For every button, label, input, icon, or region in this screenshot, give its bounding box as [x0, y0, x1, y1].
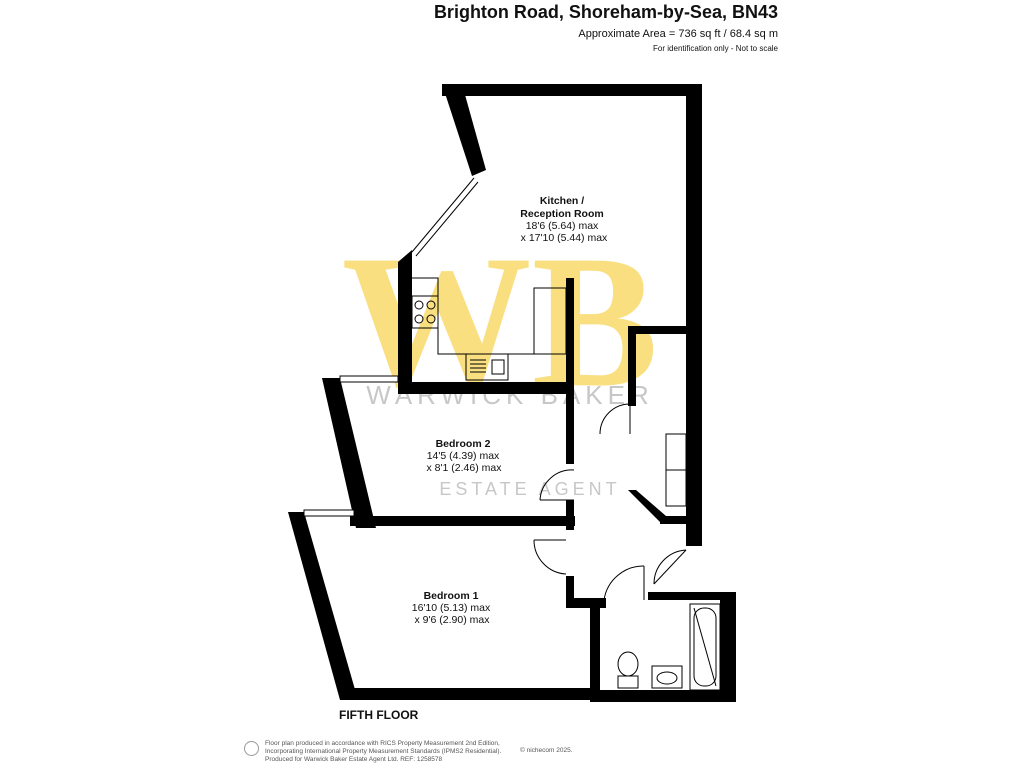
room-dimension-2: x 9'6 (2.90) max: [415, 614, 491, 626]
footer-line-1: Floor plan produced in accordance with R…: [265, 740, 500, 747]
walls: [288, 84, 736, 702]
room-kitchen-reception: Kitchen / Reception Room 18'6 (5.64) max…: [520, 195, 608, 244]
bathroom-fittings: [617, 603, 721, 691]
kitchen-fittings: [411, 277, 567, 381]
footer-line-2: Incorporating International Property Mea…: [265, 748, 502, 755]
info-icon: [244, 741, 259, 756]
watermark-line2: ESTATE AGENT: [439, 479, 620, 499]
room-dimension-2: x 17'10 (5.44) max: [521, 232, 608, 244]
bath-icon: [689, 603, 721, 691]
footer-text: Floor plan produced in accordance with R…: [265, 740, 501, 764]
hob-icon: [411, 295, 439, 329]
toilet-icon: [617, 651, 639, 677]
basin-icon: [651, 665, 683, 689]
scale-note: For identification only - Not to scale: [653, 44, 778, 53]
room-dimension-2: x 8'1 (2.46) max: [427, 462, 503, 474]
property-address: Brighton Road, Shoreham-by-Sea, BN43: [433, 2, 778, 22]
room-name-line2: Reception Room: [520, 208, 603, 220]
sink-icon: [465, 353, 509, 381]
footer-line-3: Produced for Warwick Baker Estate Agent …: [265, 756, 443, 763]
room-dimension-1: 18'6 (5.64) max: [526, 220, 599, 232]
room-dimension-1: 14'5 (4.39) max: [427, 450, 500, 462]
floor-label: FIFTH FLOOR: [339, 708, 419, 722]
room-dimension-1: 16'10 (5.13) max: [412, 602, 491, 614]
room-name: Bedroom 1: [424, 590, 479, 602]
windows: [303, 177, 479, 517]
doors: [533, 403, 687, 601]
room-name: Bedroom 2: [436, 438, 491, 450]
room-bedroom-2: Bedroom 2 14'5 (4.39) max x 8'1 (2.46) m…: [427, 438, 503, 474]
room-bedroom-1: Bedroom 1 16'10 (5.13) max x 9'6 (2.90) …: [412, 590, 491, 626]
watermark: WB WARWICK BAKER ESTATE AGENT: [342, 217, 659, 499]
approximate-area: Approximate Area = 736 sq ft / 68.4 sq m: [578, 28, 778, 40]
cupboards: [665, 433, 687, 507]
room-name-line1: Kitchen /: [540, 195, 584, 207]
copyright: © nichecom 2025.: [520, 747, 573, 754]
